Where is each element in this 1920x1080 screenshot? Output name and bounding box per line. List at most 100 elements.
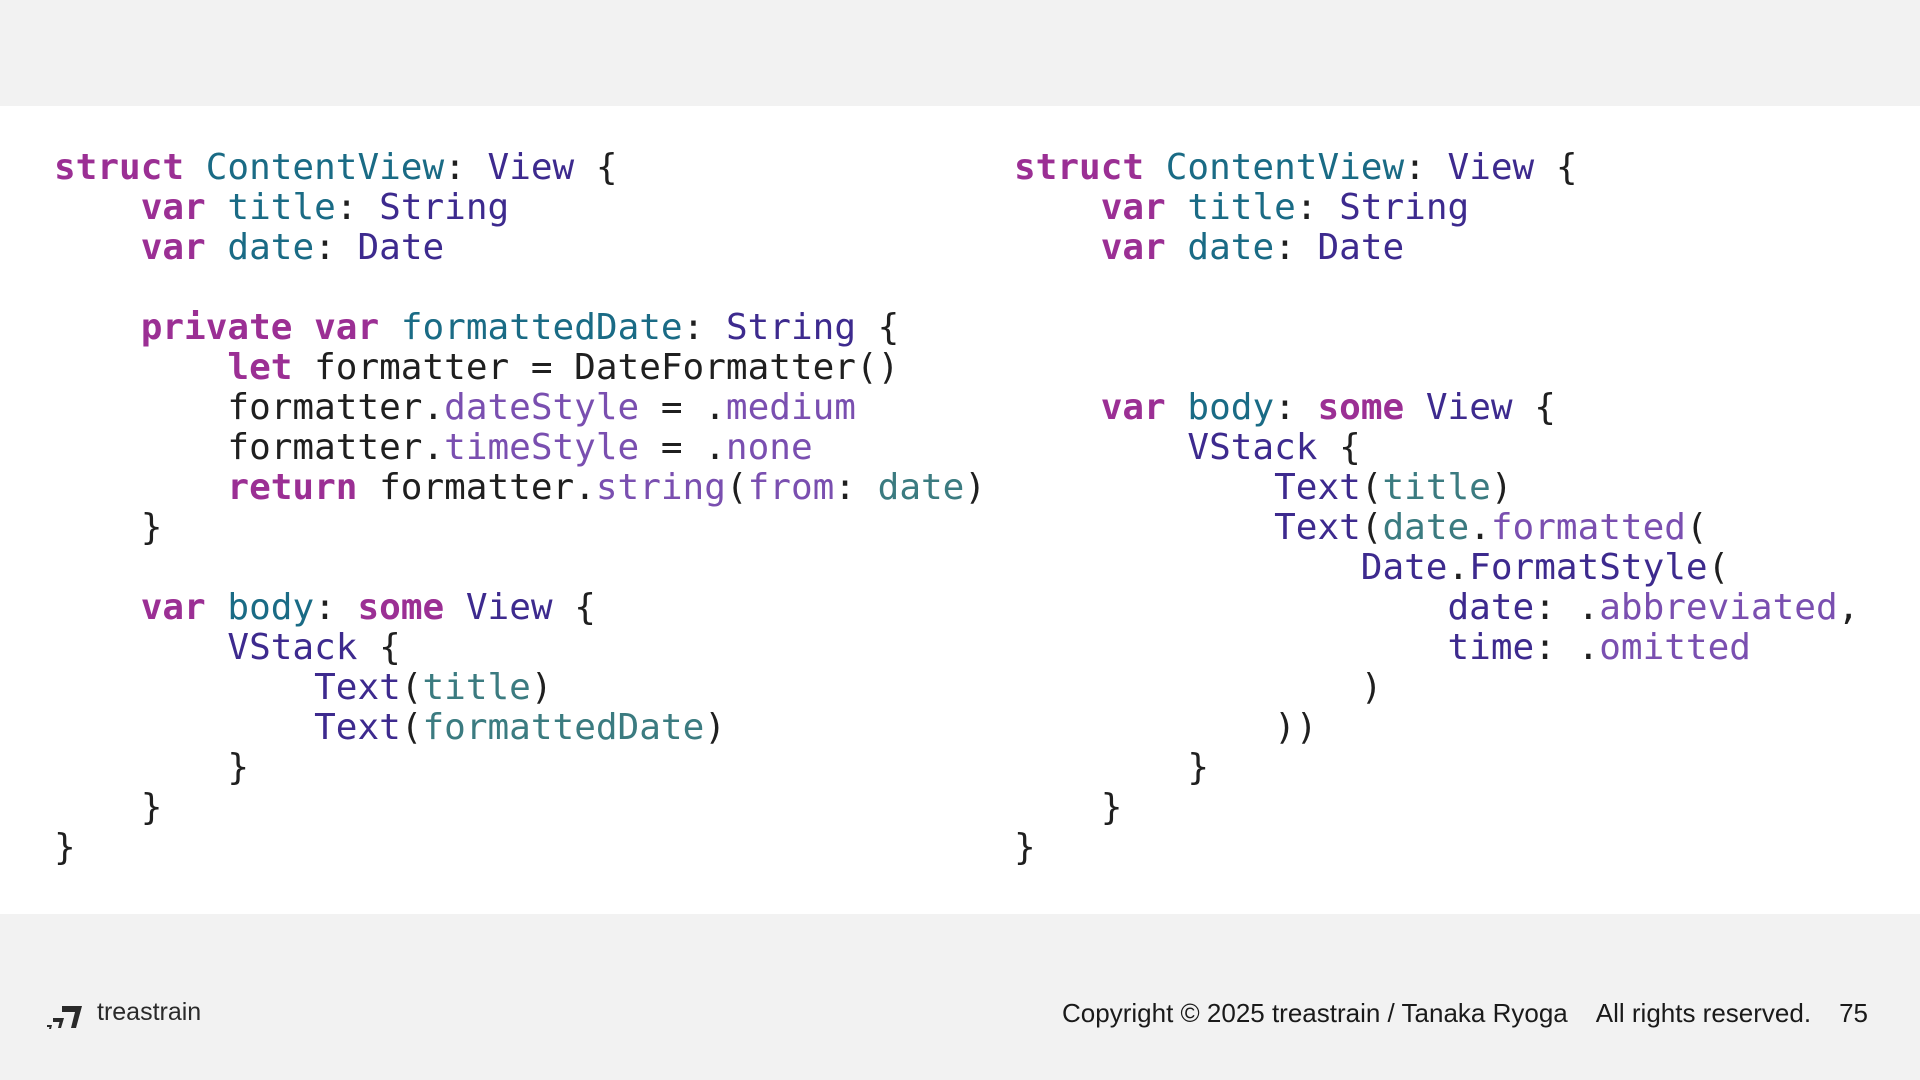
code-token (54, 227, 141, 268)
code-token: ) (1014, 667, 1383, 708)
code-token: } (54, 747, 250, 788)
code-token: private (140, 307, 293, 348)
code-line: private var formattedDate: String { (54, 308, 986, 348)
code-token: time (1447, 627, 1535, 668)
code-token: var (314, 307, 380, 348)
code-token: ( (400, 707, 423, 748)
code-line: } (54, 508, 986, 548)
code-line: Text(title) (54, 668, 986, 708)
code-line: } (1014, 828, 1859, 868)
code-token: . (1447, 547, 1470, 588)
code-token: { (1534, 147, 1578, 188)
code-token: medium (725, 387, 856, 428)
code-token: ( (1360, 507, 1383, 548)
code-token: abbreviated (1599, 587, 1838, 628)
code-token: String (1339, 187, 1470, 228)
code-token: var (1100, 227, 1166, 268)
code-token (54, 467, 227, 508)
code-line: var date: Date (54, 228, 986, 268)
code-token: ( (400, 667, 423, 708)
code-token: var (1100, 187, 1166, 228)
code-line: VStack { (1014, 428, 1859, 468)
code-token: = . (639, 387, 726, 428)
code-token: from (747, 467, 835, 508)
code-token (1014, 587, 1447, 628)
code-token: { (1317, 427, 1361, 468)
code-token: View (465, 587, 553, 628)
code-panel: struct ContentView: View { var title: St… (0, 106, 1920, 914)
code-token: FormatStyle (1469, 547, 1708, 588)
code-token: : (1274, 387, 1318, 428)
code-token: } (1014, 827, 1036, 868)
code-token: { (856, 307, 900, 348)
code-token: : (335, 187, 380, 228)
code-line: struct ContentView: View { (1014, 148, 1859, 188)
code-token (1166, 227, 1188, 268)
code-token: title (227, 187, 336, 228)
code-token: : (1295, 187, 1340, 228)
code-token (1014, 547, 1361, 588)
code-token: body (227, 587, 315, 628)
code-line: } (1014, 788, 1859, 828)
code-token: : (1274, 227, 1318, 268)
code-token: ( (1685, 507, 1708, 548)
code-token: : (314, 227, 358, 268)
code-token (54, 187, 141, 228)
code-line: formatter.timeStyle = .none (54, 428, 986, 468)
code-token: formattedDate (422, 707, 705, 748)
code-line: )) (1014, 708, 1859, 748)
code-line (1014, 308, 1859, 348)
code-line (54, 268, 986, 308)
code-token (1014, 467, 1274, 508)
brand-name: treastrain (97, 998, 202, 1026)
code-token: ) (704, 707, 726, 748)
code-token: formatter. (54, 387, 445, 428)
code-token: none (725, 427, 813, 468)
code-token: } (54, 507, 163, 548)
code-token: ContentView (1165, 147, 1405, 188)
code-block-left: struct ContentView: View { var title: St… (54, 148, 986, 868)
code-token: Text (1274, 467, 1361, 508)
code-line: } (1014, 748, 1859, 788)
code-line: } (54, 828, 986, 868)
copyright-line: Copyright © 2025 treastrain / Tanaka Ryo… (1062, 998, 1868, 1029)
code-token: var (1100, 387, 1166, 428)
code-token (54, 707, 314, 748)
code-token (206, 587, 228, 628)
copyright-text: Copyright © 2025 treastrain / Tanaka Ryo… (1062, 998, 1568, 1028)
code-line: Text(date.formatted( (1014, 508, 1859, 548)
code-token (54, 587, 141, 628)
code-token: var (140, 187, 206, 228)
code-token: ) (530, 667, 553, 708)
code-token: ( (1707, 547, 1730, 588)
code-token (1014, 387, 1101, 428)
code-line: formatter.dateStyle = .medium (54, 388, 986, 428)
code-token: formatter = DateFormatter() (292, 347, 900, 388)
code-token: View (1425, 387, 1513, 428)
code-line: let formatter = DateFormatter() (54, 348, 986, 388)
code-token: struct (54, 147, 185, 188)
code-token: var (140, 227, 206, 268)
code-token (54, 347, 227, 388)
code-token: ( (1360, 467, 1383, 508)
code-token: } (54, 827, 76, 868)
code-token: View (487, 147, 575, 188)
code-token: = . (639, 427, 726, 468)
code-token: Text (314, 667, 401, 708)
code-token (206, 227, 228, 268)
code-line: return formatter.string(from: date) (54, 468, 986, 508)
code-line: time: .omitted (1014, 628, 1859, 668)
code-token: String (725, 307, 856, 348)
code-token: title (1187, 187, 1296, 228)
footer: treastrain Copyright © 2025 treastrain /… (0, 990, 1920, 1040)
code-token: title (422, 667, 531, 708)
code-token (1166, 187, 1188, 228)
code-token: date (1382, 507, 1470, 548)
code-token (444, 587, 466, 628)
code-line: VStack { (54, 628, 986, 668)
code-token: Text (1274, 507, 1361, 548)
code-token: formatted (1490, 507, 1686, 548)
code-line: Date.FormatStyle( (1014, 548, 1859, 588)
code-token: Date (1360, 547, 1448, 588)
code-token: VStack (227, 627, 358, 668)
